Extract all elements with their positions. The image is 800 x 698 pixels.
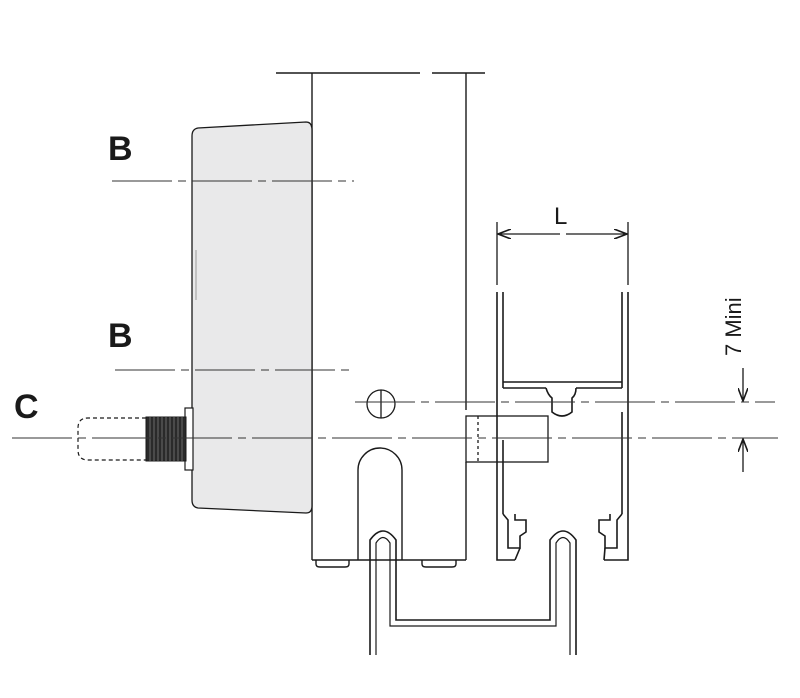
frame-profile <box>496 292 629 561</box>
label-b-top: B <box>108 130 133 168</box>
label-b-bottom: B <box>108 317 133 355</box>
u-channel-track-inner <box>375 536 571 655</box>
fixing-hole-icon <box>366 389 396 419</box>
label-l: L <box>554 203 567 230</box>
label-7-mini: 7 Mini <box>721 297 746 356</box>
lock-body <box>191 121 313 514</box>
centerlines <box>12 180 778 439</box>
dimension-l <box>496 222 629 285</box>
key-extension-dashed <box>77 417 146 461</box>
door-slot <box>357 447 403 560</box>
knurled-knob <box>145 416 187 462</box>
u-channel-track <box>369 530 577 655</box>
lock-bolt <box>465 415 549 463</box>
label-c: C <box>14 388 39 426</box>
